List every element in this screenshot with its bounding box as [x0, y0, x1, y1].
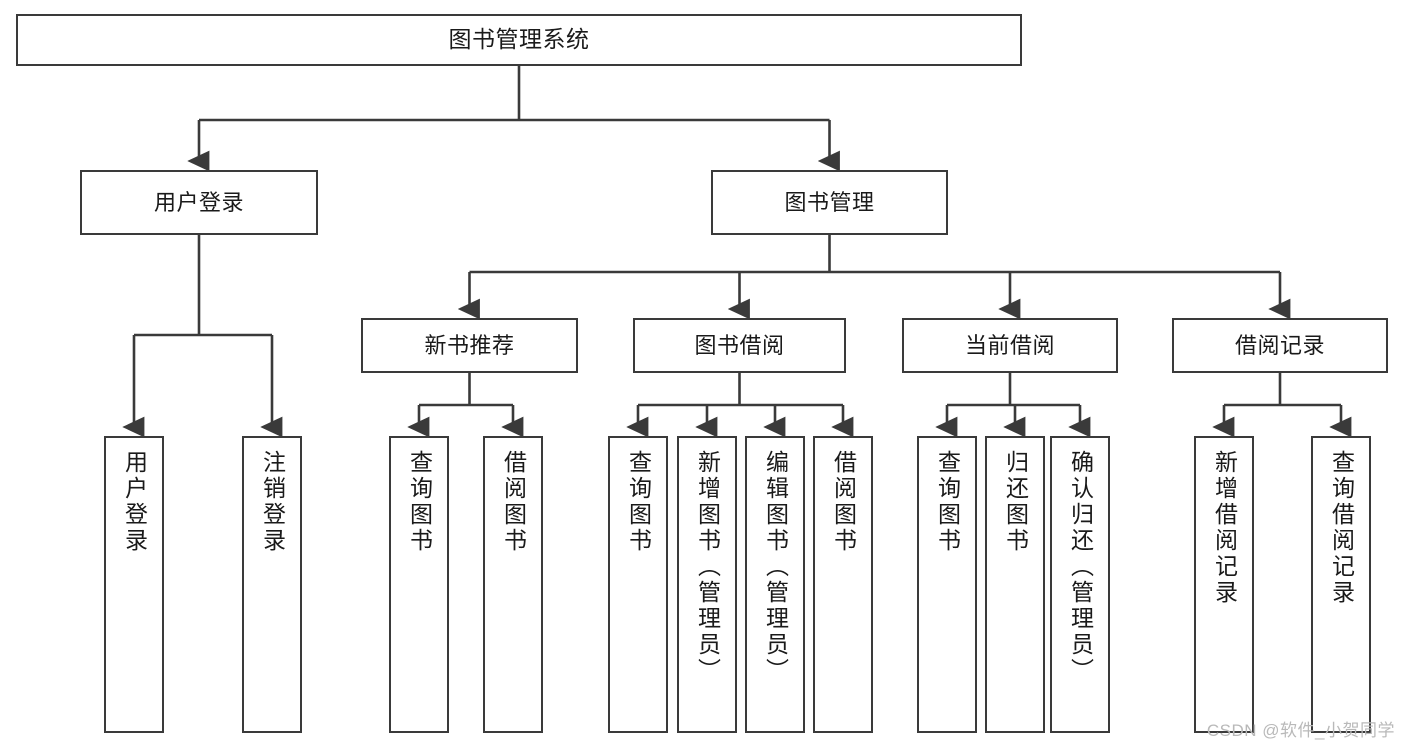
- node-label: 当前借阅: [964, 332, 1055, 358]
- node-label: 用户登录: [153, 189, 244, 215]
- leaf-node-leaf-query-borrow-record[interactable]: 查询借阅记录: [1311, 436, 1371, 733]
- node-label: 查询图书: [625, 450, 652, 554]
- node-label: 借阅图书: [830, 450, 857, 554]
- node-label: 查询图书: [406, 450, 433, 554]
- leaf-node-leaf-edit-book[interactable]: 编辑图书（管理员）: [745, 436, 805, 733]
- branch-node-new-book-recommend[interactable]: 新书推荐: [361, 318, 578, 373]
- leaf-node-leaf-borrow-book[interactable]: 借阅图书: [813, 436, 873, 733]
- leaf-node-leaf-query-book-borrow[interactable]: 查询图书: [608, 436, 668, 733]
- root-node-root[interactable]: 图书管理系统: [16, 14, 1022, 66]
- branch-node-book-borrow[interactable]: 图书借阅: [633, 318, 846, 373]
- node-label: 图书管理系统: [448, 26, 590, 53]
- node-label: 借阅图书: [500, 450, 527, 554]
- leaf-node-leaf-query-book-current[interactable]: 查询图书: [917, 436, 977, 733]
- node-label: 查询借阅记录: [1328, 450, 1355, 606]
- leaf-node-leaf-borrow-book-recommend[interactable]: 借阅图书: [483, 436, 543, 733]
- leaf-node-leaf-user-login[interactable]: 用户登录: [104, 436, 164, 733]
- watermark-text: CSDN @软件_小贺同学: [1206, 721, 1395, 740]
- leaf-node-leaf-logout[interactable]: 注销登录: [242, 436, 302, 733]
- node-label: 查询图书: [934, 450, 961, 554]
- node-label: 编辑图书（管理员）: [762, 450, 789, 684]
- leaf-node-leaf-confirm-return[interactable]: 确认归还（管理员）: [1050, 436, 1110, 733]
- node-label: 借阅记录: [1234, 332, 1325, 358]
- branch-node-user-login[interactable]: 用户登录: [80, 170, 318, 235]
- node-label: 注销登录: [259, 450, 286, 554]
- leaf-node-leaf-add-book[interactable]: 新增图书（管理员）: [677, 436, 737, 733]
- leaf-node-leaf-return-book[interactable]: 归还图书: [985, 436, 1045, 733]
- node-label: 用户登录: [121, 450, 148, 554]
- node-label: 新增借阅记录: [1211, 450, 1238, 606]
- node-label: 归还图书: [1002, 450, 1029, 554]
- node-label: 图书借阅: [694, 332, 785, 358]
- leaf-node-leaf-add-borrow-record[interactable]: 新增借阅记录: [1194, 436, 1254, 733]
- branch-node-borrow-record[interactable]: 借阅记录: [1172, 318, 1388, 373]
- leaf-node-leaf-query-book-recommend[interactable]: 查询图书: [389, 436, 449, 733]
- node-label: 新书推荐: [424, 332, 515, 358]
- node-label: 新增图书（管理员）: [694, 450, 721, 684]
- branch-node-book-management[interactable]: 图书管理: [711, 170, 948, 235]
- node-label: 确认归还（管理员）: [1067, 450, 1094, 684]
- branch-node-current-borrow[interactable]: 当前借阅: [902, 318, 1118, 373]
- node-label: 图书管理: [784, 189, 875, 215]
